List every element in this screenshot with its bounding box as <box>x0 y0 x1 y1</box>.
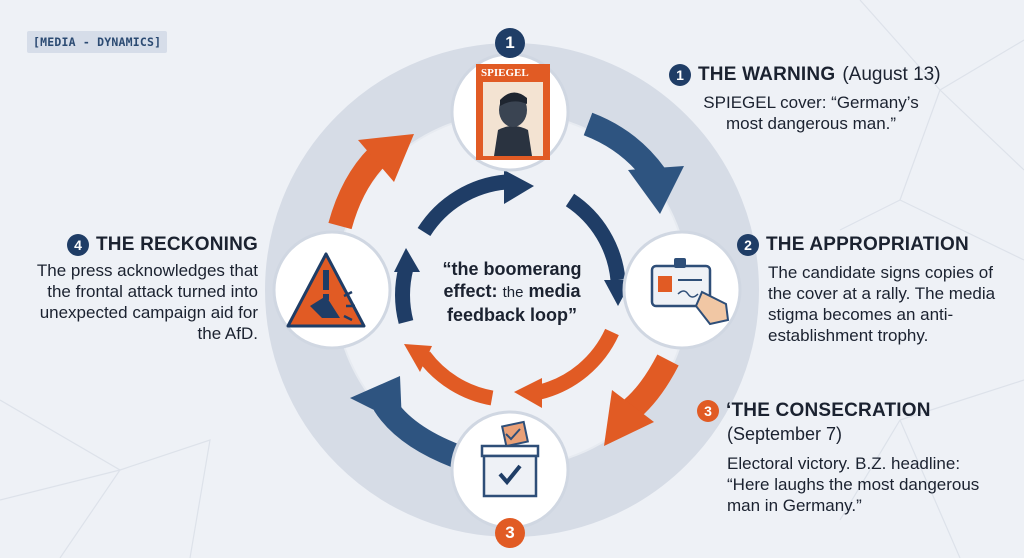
step-appropriation: 2 THE APPROPRIATION The candidate signs … <box>737 234 1008 346</box>
magazine-cover-icon: SPIEGEL <box>476 64 550 160</box>
center-quote: “the boomerang effect: the media feedbac… <box>422 258 602 326</box>
inner-arrowhead <box>394 248 420 272</box>
step-title: ‘THE CONSECRATION <box>726 400 931 421</box>
step-description: SPIEGEL cover: “Germany’s most dangerous… <box>703 93 919 133</box>
step-number-badge: 1 <box>669 64 691 86</box>
outer-arrow-4-to-1 <box>328 134 414 230</box>
node-consecration <box>450 410 570 530</box>
outer-arrow-3-to-4 <box>350 376 461 468</box>
center-quote-line-1: “the boomerang <box>442 259 582 279</box>
signed-card-icon <box>650 258 730 326</box>
outer-arrow-1-to-2 <box>583 112 684 214</box>
svg-text:SPIEGEL: SPIEGEL <box>481 67 529 79</box>
step-title: THE RECKONING <box>96 234 258 255</box>
center-quote-line-2: effect: the media <box>443 281 581 301</box>
step-warning: 1 THE WARNING (August 13) SPIEGEL cover:… <box>669 64 941 134</box>
step-reckoning: 4 THE RECKONING The press acknowledges t… <box>22 234 258 344</box>
step-description: The press acknowledges that the frontal … <box>36 261 258 343</box>
step-title: THE APPROPRIATION <box>766 234 969 255</box>
step-description: Electoral victory. B.Z. headline: “Here … <box>727 454 980 515</box>
center-quote-line-3: feedback loop” <box>446 305 578 325</box>
step-date: (September 7) <box>727 424 843 444</box>
step-description: The candidate signs copies of the cover … <box>768 263 996 345</box>
step-number-badge: 4 <box>67 234 89 256</box>
step-1-badge: 1 <box>495 28 525 58</box>
media-dynamics-tag: [MEDIA - DYNAMICS] <box>27 31 168 53</box>
node-appropriation <box>622 230 742 350</box>
inner-arrowhead <box>504 170 534 204</box>
step-number-badge: 3 <box>697 400 719 422</box>
node-reckoning <box>272 230 392 350</box>
step-consecration: 3 ‘THE CONSECRATION (September 7) Electo… <box>697 400 997 516</box>
step-number-badge: 2 <box>737 234 759 256</box>
step-title: THE WARNING <box>698 64 836 85</box>
inner-arrowhead <box>404 344 432 372</box>
inner-arrowhead <box>514 378 542 408</box>
step-date: (August 13) <box>842 64 941 85</box>
megaphone-warning-icon <box>286 252 366 328</box>
ballot-box-icon <box>480 420 540 498</box>
node-warning: SPIEGEL <box>450 52 570 172</box>
step-3-badge: 3 <box>495 518 525 548</box>
outer-arrow-2-to-3 <box>604 354 679 446</box>
